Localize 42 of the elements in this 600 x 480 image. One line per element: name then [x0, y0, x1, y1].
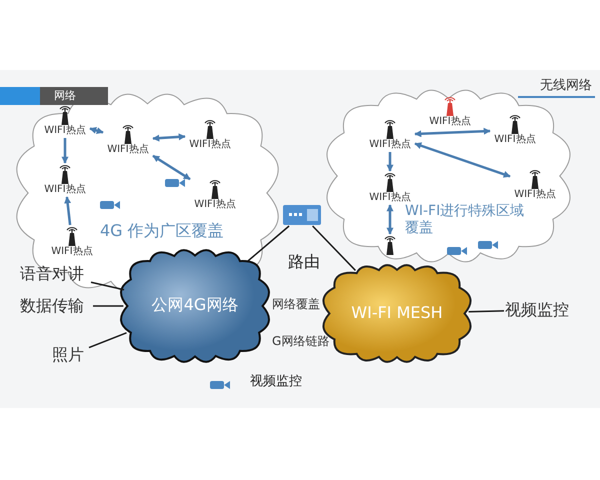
hotspot-label: WIFI热点	[51, 246, 93, 258]
hotspot-label: WIFI热点	[44, 125, 86, 137]
hotspot-label: WIFI热点	[107, 144, 149, 156]
monitor-label: 视频监控	[250, 373, 302, 390]
link-arrow	[386, 152, 394, 172]
connector-line	[93, 305, 124, 307]
hotspot-label: WIFI热点	[194, 199, 236, 211]
hotspot-label: WIFI热点	[44, 184, 86, 196]
link-arrow	[414, 142, 511, 178]
coverage-label: 网络覆盖	[272, 296, 320, 313]
link-arrow	[152, 154, 191, 180]
hotspot-label: WIFI热点	[494, 134, 536, 146]
connector-line	[88, 332, 127, 348]
callout-label: 语音对讲	[20, 264, 90, 284]
link-arrow	[89, 127, 104, 134]
cloud-title: 公网4G网络	[150, 295, 240, 316]
cloud-title: WI-FI MESH	[350, 302, 444, 322]
section-tab: 网络	[40, 87, 108, 105]
link-label: G网络链路	[272, 333, 330, 350]
callout-label: 照片	[52, 345, 88, 365]
coverage-cloud	[325, 90, 572, 262]
link-arrow	[386, 204, 394, 235]
link-arrow	[64, 196, 72, 226]
route-label: 路由	[288, 252, 320, 273]
cloud-title: WI-FI进行特殊区域覆盖	[405, 203, 526, 237]
connector-line	[468, 310, 504, 312]
callout-label: 数据传输	[20, 296, 92, 316]
cloud-title: 4G 作为广区覆盖	[100, 222, 225, 239]
link-arrow	[414, 128, 491, 138]
title-label: 无线网络	[540, 77, 592, 94]
network-cloud	[120, 250, 270, 362]
hotspot-label: WIFI热点	[514, 189, 556, 201]
link-arrow	[62, 138, 68, 164]
hotspot-label: WIFI热点	[369, 139, 411, 151]
connector-line	[312, 225, 356, 271]
hotspot-label: WIFI热点	[189, 139, 231, 151]
hotspot-label: WIFI热点	[369, 192, 411, 204]
link-arrow	[152, 133, 186, 142]
callout-label: 视频监控	[505, 300, 577, 320]
connector-line	[247, 225, 290, 262]
hotspot-label: WIFI热点	[429, 116, 471, 128]
connector-line	[90, 282, 124, 291]
